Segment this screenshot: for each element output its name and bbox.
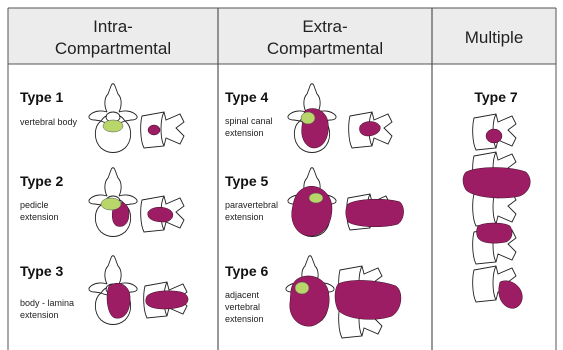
type-7-lesion-3 xyxy=(477,223,513,243)
type-4-lateral-view xyxy=(349,112,392,148)
type-2-lateral-view xyxy=(141,196,184,232)
type-7-lesion-4 xyxy=(499,281,523,309)
type-6-green xyxy=(295,282,309,294)
type-5-lateral-lesion xyxy=(346,199,404,227)
type-6-desc-line3: extension xyxy=(225,314,264,324)
type-1-lateral-view xyxy=(141,112,184,148)
type-2-lateral-lesion xyxy=(148,207,173,222)
type-4-axial-view xyxy=(288,84,336,153)
type-7-lesion-1 xyxy=(486,129,502,143)
type-3-desc-line1: body - lamina xyxy=(20,298,74,308)
type-4-lateral-lesion xyxy=(359,122,380,137)
type-1-lateral-lesion xyxy=(148,125,160,135)
type-1-title: Type 1 xyxy=(20,89,64,105)
type-4-title: Type 4 xyxy=(225,89,269,105)
type-7-title: Type 7 xyxy=(474,89,518,105)
type-3-axial-view xyxy=(89,256,137,325)
type-4-desc-line1: spinal canal xyxy=(225,116,273,126)
type-3-desc-line2: extension xyxy=(20,310,59,320)
type-6-lateral-lesion xyxy=(335,280,401,319)
type-2-green-pedicle xyxy=(101,198,121,210)
type-6-desc-line2: vertebral xyxy=(225,302,260,312)
type-3-lateral-lesion xyxy=(146,291,188,309)
header-intra-line2: Compartmental xyxy=(55,39,171,58)
type-5-title: Type 5 xyxy=(225,173,269,189)
type-6-lateral-view xyxy=(335,266,401,338)
type-3-lesion xyxy=(107,283,130,318)
header-extra-line2: Compartmental xyxy=(267,39,383,58)
type-6-axial-view xyxy=(286,256,334,326)
type-7-lateral-stack xyxy=(463,114,530,308)
header-intra-line1: Intra- xyxy=(93,17,133,36)
type-6-lesion xyxy=(290,276,329,326)
type-3-title: Type 3 xyxy=(20,263,64,279)
type-4-green-canal xyxy=(301,112,315,124)
type-7-lesion-2 xyxy=(463,168,530,199)
type-2-title: Type 2 xyxy=(20,173,64,189)
type-1-lesion xyxy=(103,120,123,132)
type-5-lateral-view xyxy=(346,194,404,230)
type-2-axial-view xyxy=(89,168,137,237)
type-5-axial-view xyxy=(288,168,336,237)
type-5-desc-line1: paravertebral xyxy=(225,200,278,210)
type-6-desc-line1: adjacent xyxy=(225,290,260,300)
type-5-desc-line2: extension xyxy=(225,212,264,222)
header-extra-line1: Extra- xyxy=(302,17,347,36)
type-3-lateral-view xyxy=(144,282,188,318)
type-5-green xyxy=(309,193,323,203)
type-2-desc-line1: pedicle xyxy=(20,200,49,210)
type-1-axial-view xyxy=(89,84,137,153)
type-4-desc-line2: extension xyxy=(225,128,264,138)
type-1-desc-line1: vertebral body xyxy=(20,117,78,127)
type-6-title: Type 6 xyxy=(225,263,269,279)
type-2-desc-line2: extension xyxy=(20,212,59,222)
header-multiple: Multiple xyxy=(465,28,524,47)
